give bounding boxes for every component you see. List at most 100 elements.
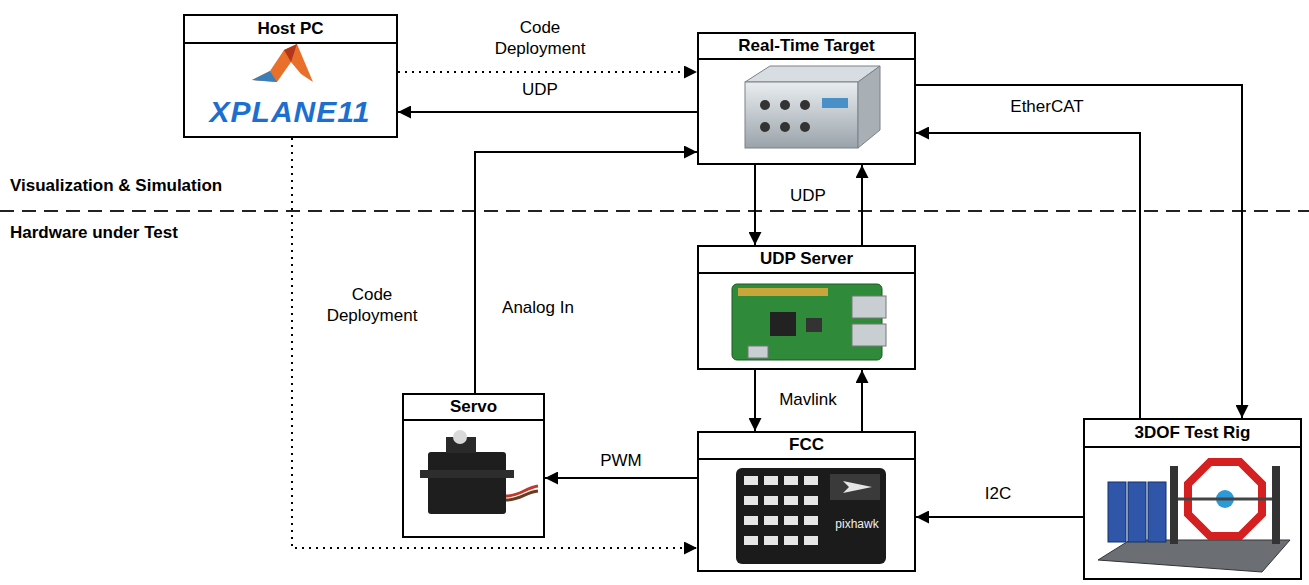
box-header: Servo <box>404 395 543 421</box>
test-rig <box>1098 462 1290 572</box>
connector-grid <box>744 476 818 545</box>
gpio-header <box>738 288 828 296</box>
box-title: Real-Time Target <box>738 37 874 56</box>
connector-arrow <box>398 71 697 73</box>
servo-flange <box>420 470 514 478</box>
port <box>780 122 790 132</box>
port <box>760 100 770 110</box>
connector-arrow <box>292 138 697 548</box>
motor <box>1148 482 1166 542</box>
device-front <box>745 82 858 148</box>
section-divider <box>0 210 1309 212</box>
port <box>780 100 790 110</box>
connector <box>784 476 798 485</box>
connector <box>744 536 758 545</box>
fcc-body <box>736 468 886 564</box>
connector <box>744 476 758 485</box>
servo-wire <box>506 491 538 500</box>
logo-peak <box>252 44 313 82</box>
connector-arrow <box>916 85 1242 418</box>
port <box>760 122 770 132</box>
rig-axis <box>1178 498 1272 501</box>
connector <box>764 496 778 505</box>
connector-arrow <box>861 165 863 245</box>
connector-arrow <box>754 370 756 431</box>
connector-arrow <box>916 133 1140 418</box>
flight-controller <box>736 468 886 564</box>
connection-label: I2C <box>982 482 1014 505</box>
component-box: 3DOF Test Rig <box>1083 418 1302 580</box>
logo-base <box>252 71 277 82</box>
connection-label: UDP <box>787 184 829 207</box>
usb-port <box>852 296 886 318</box>
component-box: FCC <box>697 431 916 572</box>
box-title: Host PC <box>257 20 323 39</box>
section-label: Hardware under Test <box>10 223 178 243</box>
connector <box>804 516 818 525</box>
fcc-panel <box>830 474 880 500</box>
connection-label: Mavlink <box>776 388 840 411</box>
connector-arrow <box>754 165 756 245</box>
rig-post <box>1272 466 1280 544</box>
connector <box>764 476 778 485</box>
connector <box>804 536 818 545</box>
pcb <box>732 284 882 360</box>
section-label: Visualization & Simulation <box>10 176 222 196</box>
box-header: Host PC <box>185 16 396 44</box>
connector <box>804 476 818 485</box>
connector <box>784 536 798 545</box>
rig-post <box>1170 466 1178 544</box>
matlab-logo <box>252 44 313 82</box>
servo-horn <box>453 430 467 444</box>
connector-arrow <box>916 516 1083 518</box>
chip <box>806 318 822 332</box>
realtime-target-device <box>745 66 880 148</box>
box-header: FCC <box>699 433 914 460</box>
connector-arrow <box>861 370 863 431</box>
connector-arrow <box>475 152 697 393</box>
connector <box>804 496 818 505</box>
motor <box>1128 482 1146 542</box>
connector <box>764 516 778 525</box>
connection-label: Analog In <box>499 296 577 319</box>
connector-arrow <box>398 111 697 113</box>
panel-strip <box>822 98 848 108</box>
connector <box>784 496 798 505</box>
port <box>800 100 810 110</box>
logo-shade <box>284 44 297 62</box>
rig-base <box>1098 540 1290 572</box>
connection-label: EtherCAT <box>1007 95 1086 118</box>
connection-label: UDP <box>519 78 561 101</box>
box-header: Real-Time Target <box>699 34 914 60</box>
connector <box>744 496 758 505</box>
direction-arrow <box>843 481 872 493</box>
logo-text: pixhawk <box>835 517 878 531</box>
box-title: Servo <box>450 398 497 417</box>
component-box: Servo <box>402 393 545 538</box>
raspberry-pi-board <box>732 284 886 360</box>
box-header: 3DOF Test Rig <box>1085 420 1300 448</box>
servo-body <box>428 452 506 514</box>
device-side <box>858 66 880 148</box>
usb-port <box>852 324 886 346</box>
connector <box>764 536 778 545</box>
box-title: 3DOF Test Rig <box>1135 424 1251 443</box>
soc-chip <box>770 312 796 336</box>
connector <box>744 516 758 525</box>
device-top <box>745 66 880 82</box>
box-header: UDP Server <box>699 247 914 274</box>
connector-arrow <box>545 477 697 479</box>
hdmi-port <box>748 346 768 358</box>
component-box: Real-Time Target <box>697 32 916 165</box>
port <box>800 122 810 132</box>
connection-label: PWM <box>597 449 645 472</box>
box-title: FCC <box>789 436 824 455</box>
connection-label: Code Deployment <box>312 283 433 328</box>
logo-text: XPLANE11 <box>210 95 371 129</box>
connector <box>784 516 798 525</box>
component-box: UDP Server <box>697 245 916 370</box>
connection-label: Code Deployment <box>480 16 601 61</box>
